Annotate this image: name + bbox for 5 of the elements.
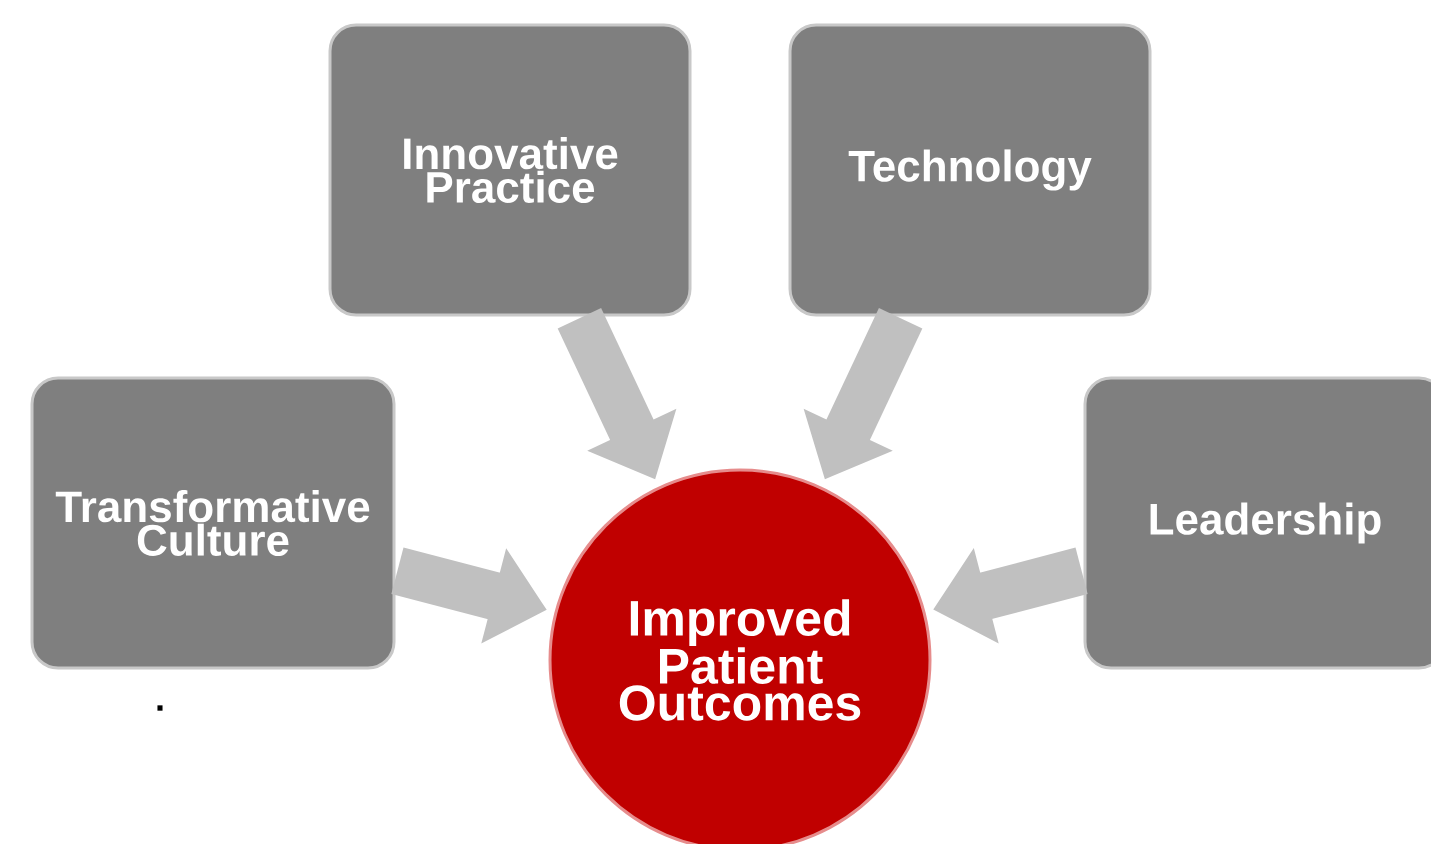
rounded-box: Leadership — [1083, 376, 1431, 670]
rounded-box: Technology — [788, 23, 1152, 317]
rounded-box: Transformative Culture — [30, 376, 396, 670]
dot-mark: . — [157, 705, 163, 711]
rounded-box: Innovative Practice — [328, 23, 692, 317]
